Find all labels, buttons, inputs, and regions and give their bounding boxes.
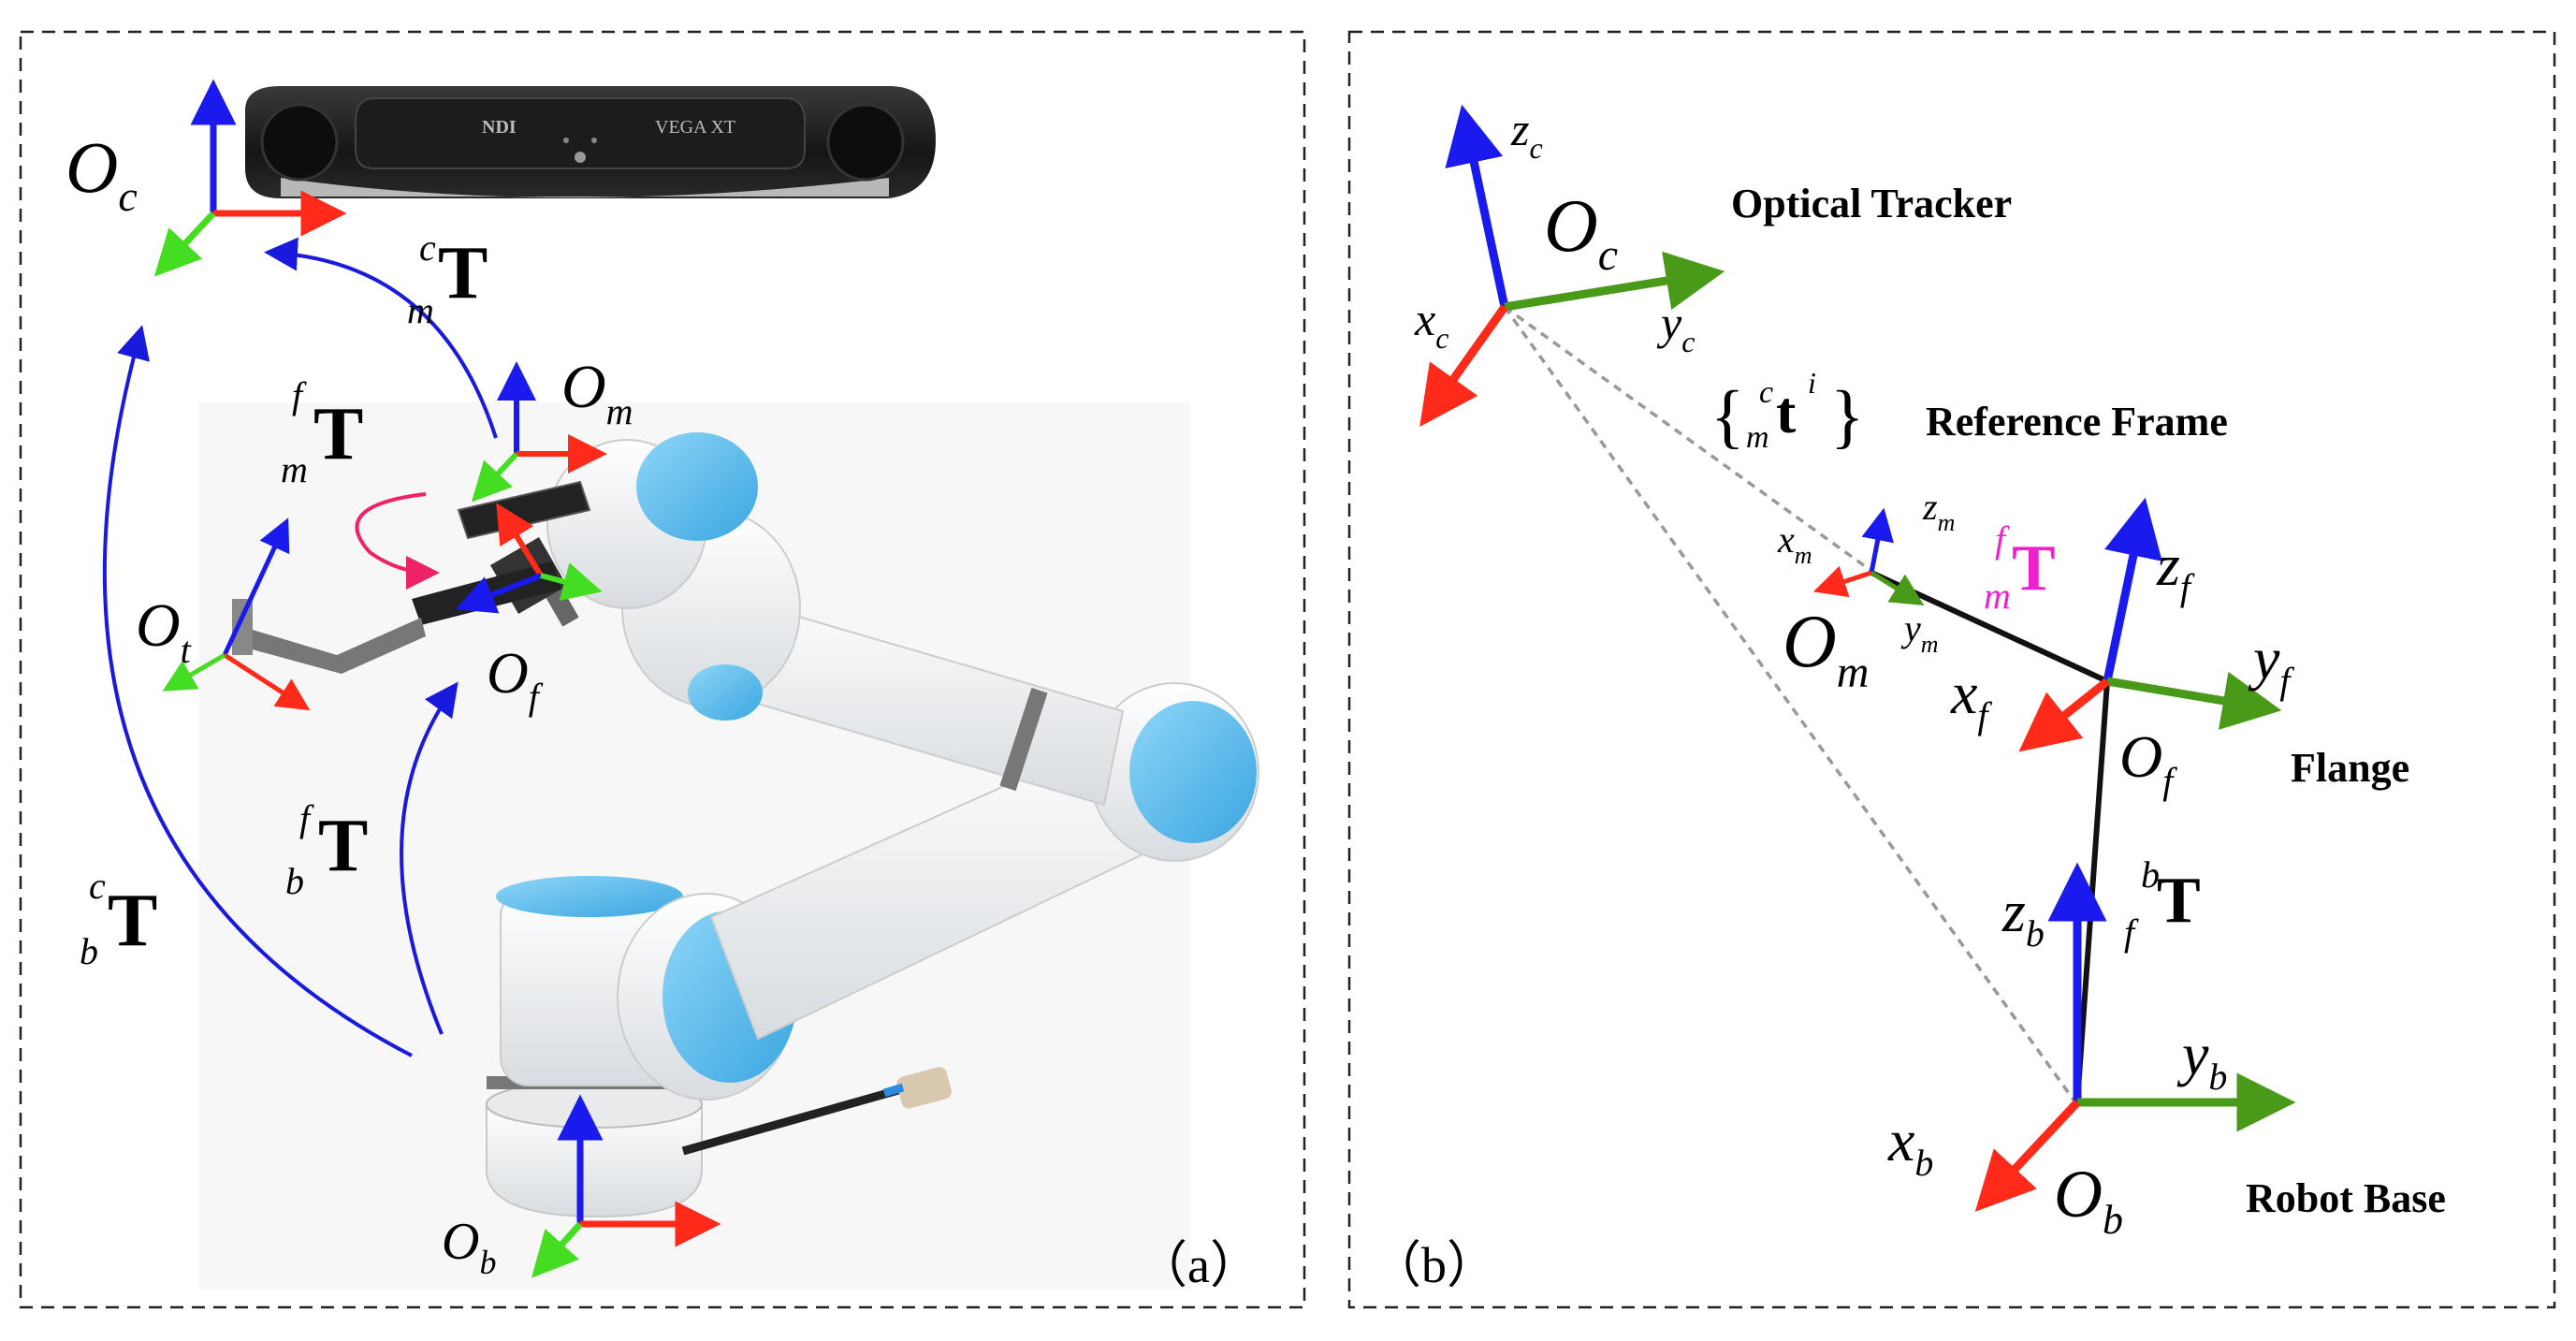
axis-xf: xf bbox=[1950, 660, 1992, 736]
frame-flange-b bbox=[2018, 497, 2282, 752]
label-of-a: Of bbox=[487, 642, 544, 718]
dash-camera-to-base bbox=[1503, 305, 2077, 1104]
svg-text:m: m bbox=[1746, 420, 1769, 455]
axis-xm: xm bbox=[1777, 518, 1812, 569]
svg-text:f: f bbox=[2124, 911, 2139, 954]
axis-zc: zc bbox=[1510, 103, 1543, 165]
axis-yf: yf bbox=[2248, 625, 2294, 702]
label-of-b: Of bbox=[2119, 723, 2177, 802]
panel-a: NDI VEGA XT bbox=[65, 79, 1260, 1293]
label-ob-a: Ob bbox=[442, 1213, 496, 1281]
axis-yb: yb bbox=[2176, 1021, 2227, 1098]
svg-text:T: T bbox=[2157, 865, 2201, 937]
frame-flange-a bbox=[455, 503, 603, 614]
axis-zm: zm bbox=[1922, 486, 1955, 536]
svg-text:T: T bbox=[438, 232, 488, 314]
svg-text:b: b bbox=[80, 930, 98, 972]
transform-flange-marker-a: f m T bbox=[281, 374, 363, 490]
label-om-a: Om bbox=[561, 353, 633, 432]
transform-flange-marker-b: f m T bbox=[1984, 518, 2056, 617]
arc-base-to-camera bbox=[102, 325, 413, 1057]
frame-camera-b bbox=[1419, 104, 1725, 428]
link-flange-base bbox=[2074, 680, 2110, 1103]
svg-text:T: T bbox=[318, 805, 368, 887]
label-om-b: Om bbox=[1783, 601, 1869, 697]
axis-xc: xc bbox=[1414, 293, 1448, 355]
label-oc-a: Oc bbox=[65, 126, 138, 220]
frame-base-b bbox=[1974, 862, 2296, 1212]
axis-xb: xb bbox=[1887, 1107, 1933, 1184]
frame-base-a bbox=[531, 1094, 721, 1278]
robot-arm-illustration bbox=[198, 402, 1259, 1290]
svg-text:f: f bbox=[1995, 518, 2010, 561]
svg-text:b: b bbox=[2141, 853, 2160, 896]
dash-camera-to-marker bbox=[1503, 305, 1873, 573]
svg-text:T: T bbox=[313, 393, 363, 475]
label-reference-frame: Reference Frame bbox=[1926, 399, 2228, 445]
svg-text:i: i bbox=[1808, 366, 1816, 400]
axis-yc: yc bbox=[1656, 297, 1695, 358]
frame-marker-b bbox=[1812, 507, 1925, 605]
panel-a-border bbox=[19, 30, 1306, 1309]
svg-text:}: } bbox=[1830, 377, 1864, 456]
axis-zf: zf bbox=[2156, 532, 2195, 608]
svg-text:T: T bbox=[108, 880, 157, 962]
svg-text:{: { bbox=[1710, 377, 1744, 456]
panel-b-tag: （b） bbox=[1371, 1237, 1497, 1293]
label-oc-b: Oc bbox=[1544, 185, 1618, 280]
arc-marker-to-tool bbox=[355, 492, 440, 590]
svg-text:T: T bbox=[2012, 532, 2056, 605]
frame-marker-a bbox=[471, 361, 607, 503]
tracker-model: VEGA XT bbox=[655, 117, 735, 138]
panel-a-tag: （a） bbox=[1137, 1237, 1260, 1293]
arc-base-to-flange bbox=[400, 681, 458, 1035]
svg-text:t: t bbox=[1776, 379, 1797, 445]
label-optical-tracker: Optical Tracker bbox=[1731, 181, 2012, 226]
svg-text:c: c bbox=[89, 865, 106, 907]
panel-b: zc yc xc Oc { c m t i } zm xm ym Om f m … bbox=[1371, 103, 2446, 1293]
tracker-brand: NDI bbox=[482, 117, 517, 138]
svg-text:b: b bbox=[285, 860, 304, 902]
point-set-label: { c m t i } bbox=[1710, 366, 1864, 456]
svg-text:m: m bbox=[407, 289, 434, 331]
panel-b-border bbox=[1347, 30, 2556, 1309]
label-ob-b: Ob bbox=[2054, 1157, 2123, 1243]
ndi-tracker: NDI VEGA XT bbox=[245, 86, 936, 198]
svg-text:m: m bbox=[1984, 575, 2011, 617]
axis-ym: ym bbox=[1900, 607, 1939, 658]
label-ot-a: Ot bbox=[136, 591, 192, 671]
axis-zb: zb bbox=[2001, 878, 2045, 955]
label-flange: Flange bbox=[2291, 745, 2409, 791]
label-robot-base: Robot Base bbox=[2246, 1175, 2446, 1221]
arc-marker-to-camera bbox=[264, 237, 498, 439]
frame-tool-a bbox=[162, 517, 311, 711]
transform-base-flange-b: b f T bbox=[2124, 853, 2201, 954]
svg-text:m: m bbox=[281, 448, 308, 490]
frame-camera-a bbox=[153, 79, 347, 277]
transform-cam-base-a: c b T bbox=[80, 865, 157, 972]
transform-cam-marker-a: c m T bbox=[407, 226, 488, 331]
svg-text:c: c bbox=[1759, 375, 1773, 410]
svg-text:c: c bbox=[419, 226, 436, 269]
